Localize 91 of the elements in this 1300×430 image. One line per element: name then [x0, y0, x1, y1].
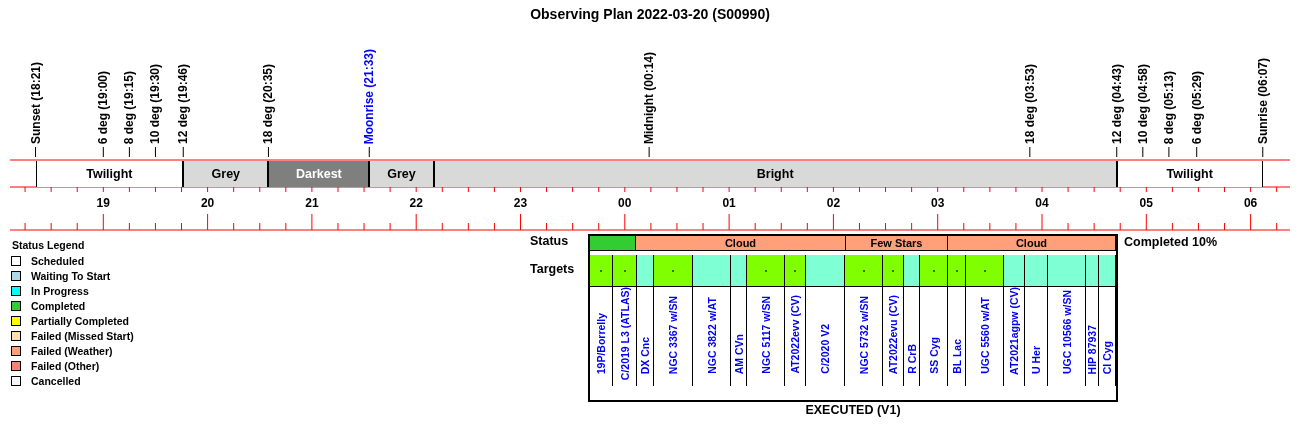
sky-condition-band: Twilight	[35, 161, 184, 187]
target-column	[747, 255, 785, 386]
legend-label: Failed (Missed Start)	[31, 330, 134, 342]
target-name: NGC 5117 w/SN	[759, 296, 772, 374]
status-bar-segment: Few Stars	[846, 236, 948, 251]
legend-label: Scheduled	[31, 255, 85, 267]
target-column	[920, 255, 948, 386]
target-column	[693, 255, 731, 386]
status-bar-segment: Cloud	[948, 236, 1116, 251]
legend-label: In Progress	[31, 285, 89, 297]
target-name: AM CVn	[732, 333, 745, 374]
target-name: NGC 5732 w/SN	[857, 295, 870, 374]
event-label: 18 deg (03:53)	[1021, 63, 1038, 144]
target-column	[785, 255, 806, 386]
target-name: CI Cyg	[1101, 340, 1113, 374]
sky-condition-band: Darkest	[268, 161, 370, 187]
hour-label: 05	[1138, 196, 1154, 210]
target-column	[654, 255, 693, 386]
event-label: 18 deg (20:35)	[260, 63, 277, 144]
hour-label: 06	[1242, 196, 1259, 210]
target-column	[1004, 255, 1025, 386]
sky-condition-band: Bright	[433, 161, 1117, 187]
event-label: Moonrise (21:33)	[361, 48, 378, 144]
chart-title: Observing Plan 2022-03-20 (S00990)	[529, 6, 771, 22]
target-name: UGC 5560 w/AT	[978, 297, 991, 374]
target-column	[966, 255, 1004, 386]
target-column	[590, 255, 613, 386]
event-label: 12 deg (04:43)	[1108, 63, 1125, 144]
event-label: Midnight (00:14)	[641, 52, 658, 144]
target-column	[731, 255, 747, 386]
event-label: 8 deg (05:13)	[1160, 70, 1177, 144]
target-name: AT2022evv (CV)	[789, 295, 801, 374]
status-bar-segment	[590, 236, 636, 251]
event-label: 12 deg (19:46)	[175, 63, 192, 144]
event-label: 6 deg (05:29)	[1188, 70, 1205, 144]
event-label: 10 deg (19:30)	[147, 63, 164, 144]
hour-label: 04	[1034, 196, 1050, 210]
event-label: 8 deg (19:15)	[121, 70, 138, 144]
sky-condition-band: Grey	[183, 161, 269, 187]
hour-label: 22	[408, 196, 424, 210]
legend-label: Cancelled	[31, 375, 81, 387]
target-column	[845, 255, 883, 386]
hour-label: 01	[721, 196, 737, 210]
legend-label: Completed	[31, 300, 86, 312]
sky-condition-band: Twilight	[1116, 161, 1263, 187]
hour-label: 19	[95, 196, 111, 210]
hour-label: 23	[512, 196, 529, 210]
target-name: UGC 10566 w/SN	[1060, 289, 1073, 374]
target-column	[1099, 255, 1116, 386]
target-column	[1025, 255, 1048, 386]
target-name: AT2021agpw (CV)	[1008, 287, 1020, 375]
hour-label: 03	[930, 196, 946, 210]
target-name: BL Lac	[950, 339, 963, 374]
legend-label: Failed (Weather)	[31, 345, 113, 357]
target-column	[613, 255, 637, 386]
target-column	[806, 255, 845, 386]
legend-title: Status Legend	[12, 239, 85, 251]
event-label: 6 deg (19:00)	[95, 70, 112, 144]
target-name: R CrB	[905, 344, 918, 374]
hour-label: 20	[199, 196, 216, 210]
event-label: 10 deg (04:58)	[1134, 63, 1151, 144]
target-name: DX Cnc	[639, 336, 651, 374]
target-column	[883, 255, 904, 386]
panel-heading: EXECUTED (V1)	[805, 403, 901, 417]
legend-label: Waiting To Start	[31, 270, 111, 282]
target-column	[904, 255, 920, 386]
target-name: U Her	[1030, 346, 1042, 374]
target-name: C/2019 L3 (ATLAS)	[618, 287, 631, 381]
hour-label: 21	[304, 196, 320, 210]
target-column	[948, 255, 966, 386]
legend-label: Partially Completed	[31, 315, 130, 327]
sky-condition-band: Grey	[369, 161, 434, 187]
hour-label: 02	[825, 196, 842, 210]
row-label: Targets	[530, 262, 575, 276]
target-name: NGC 3822 w/AT	[705, 297, 718, 374]
legend-label: Failed (Other)	[31, 360, 100, 372]
event-label: Sunset (18:21)	[27, 61, 44, 144]
hour-label: 00	[617, 196, 633, 210]
target-name: NGC 3367 w/SN	[667, 295, 679, 374]
progress-text: Completed 10%	[1124, 235, 1218, 249]
event-label: Sunrise (06:07)	[1254, 57, 1271, 144]
target-name: 19P/Borrelly	[595, 312, 607, 374]
status-bar-segment: Cloud	[636, 236, 846, 251]
target-name: SS Cyg	[927, 337, 940, 374]
target-name: HIP 87937	[1086, 324, 1098, 374]
target-name: AT2022evu (CV)	[887, 294, 899, 374]
target-column	[637, 255, 654, 386]
target-name: C/2020 V2	[819, 324, 831, 374]
target-column	[1048, 255, 1086, 386]
target-column	[1086, 255, 1099, 386]
row-label: Status	[530, 234, 569, 248]
